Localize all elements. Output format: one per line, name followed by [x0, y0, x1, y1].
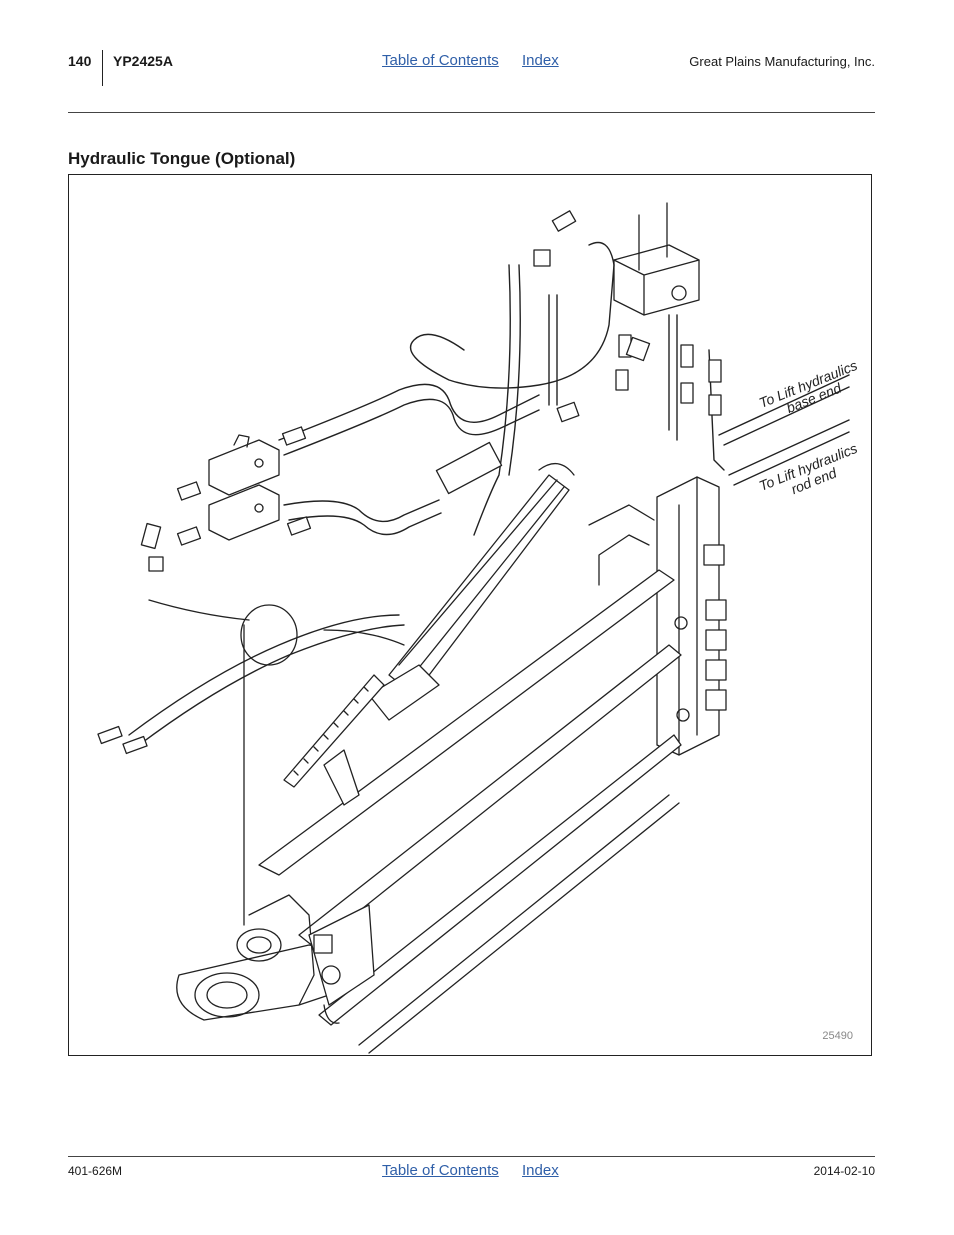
parts-diagram-figure: To Lift hydraulics base end To Lift hydr… — [68, 174, 872, 1056]
figure-id: 25490 — [822, 1030, 853, 1042]
header-index-link[interactable]: Index — [522, 52, 559, 69]
hose-support — [148, 599, 405, 926]
mounting-plate — [656, 476, 727, 756]
hose-fittings — [97, 210, 722, 755]
page-number: 140 — [68, 53, 92, 69]
depth-gauge — [283, 674, 385, 806]
footer-rule — [68, 1156, 875, 1157]
publication-date: 2014-02-10 — [813, 1164, 875, 1178]
tongue-frame — [258, 504, 682, 1054]
valve-blocks — [208, 434, 280, 541]
header-divider — [102, 50, 103, 86]
header-rule — [68, 112, 875, 113]
hydraulic-tongue-illustration — [97, 202, 850, 1054]
section-title: Hydraulic Tongue (Optional) — [68, 149, 296, 168]
hitch-clevis — [176, 894, 375, 1024]
hydraulic-cylinder — [368, 463, 575, 721]
hydraulic-hoses — [128, 241, 850, 746]
header-toc-link[interactable]: Table of Contents — [382, 52, 499, 69]
document-number: 401-626M — [68, 1164, 123, 1178]
manifold-block — [613, 202, 700, 316]
footer-toc-link[interactable]: Table of Contents — [382, 1162, 499, 1179]
company-name: Great Plains Manufacturing, Inc. — [689, 54, 875, 69]
footer-index-link[interactable]: Index — [522, 1162, 559, 1179]
model-number: YP2425A — [113, 53, 173, 69]
